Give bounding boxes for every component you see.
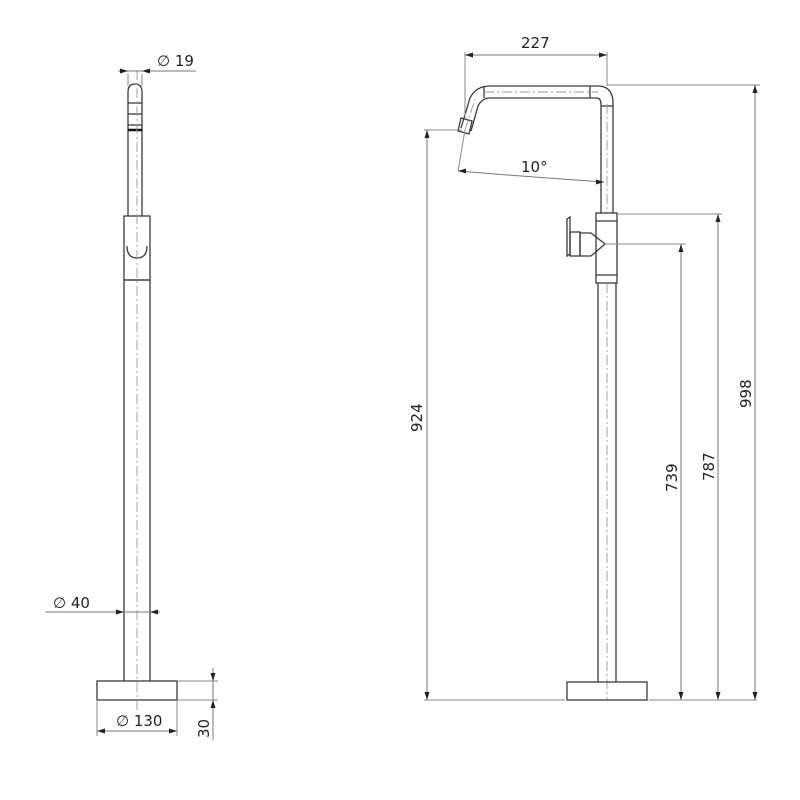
- front-view: 227 10° 924 739: [408, 34, 760, 701]
- side-column: [123, 280, 151, 681]
- dim-outlet-height: 924: [408, 129, 462, 700]
- label-spout-reach: 227: [521, 34, 550, 52]
- label-spout-angle: 10°: [521, 158, 548, 176]
- label-spout-diameter: ∅ 19: [157, 52, 194, 70]
- label-overall-height: 998: [737, 379, 755, 408]
- dim-body-top-height: 787: [617, 213, 722, 700]
- dim-handle-height: 739: [605, 243, 686, 700]
- dim-overall-height: 998: [607, 84, 760, 700]
- label-outlet-height: 924: [408, 403, 426, 432]
- side-view: ∅ 19 ∅ 40 ∅ 130 30: [45, 52, 218, 740]
- dim-column-diameter: ∅ 40: [45, 594, 160, 615]
- front-spout: [457, 85, 614, 213]
- dim-spout-angle: 10°: [457, 129, 605, 185]
- label-column-diameter: ∅ 40: [53, 594, 90, 612]
- label-base-diameter: ∅ 130: [116, 712, 162, 730]
- label-base-height: 30: [195, 719, 213, 738]
- dim-spout-diameter: ∅ 19: [118, 52, 196, 86]
- label-handle-height: 739: [663, 463, 681, 492]
- dim-base-diameter: ∅ 130: [96, 700, 178, 736]
- front-base: [566, 681, 648, 701]
- side-spout: [127, 83, 143, 216]
- dim-base-height: 30: [177, 668, 218, 740]
- front-column: [597, 283, 617, 700]
- label-body-top-height: 787: [700, 452, 718, 481]
- front-body: [566, 212, 618, 284]
- dim-spout-reach: 227: [464, 34, 608, 118]
